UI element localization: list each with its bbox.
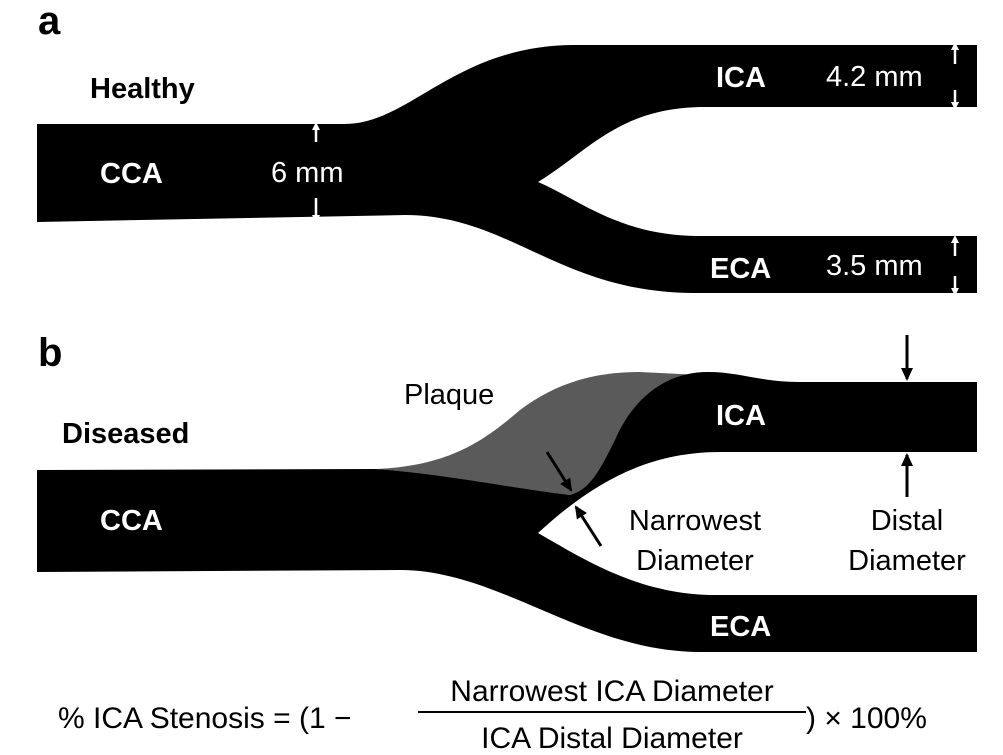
- diseased-eca-label: ECA: [710, 611, 771, 643]
- diseased-ica-label: ICA: [716, 400, 766, 432]
- distal-label-line1: Distal: [871, 505, 944, 537]
- plaque-label: Plaque: [404, 379, 494, 411]
- panel-b-letter: b: [38, 331, 62, 375]
- eca-diameter-label: 3.5 mm: [826, 250, 923, 282]
- cca-diameter-label: 6 mm: [271, 157, 344, 189]
- plaque-shape: [376, 372, 700, 495]
- diseased-cca-label: CCA: [100, 505, 163, 537]
- stenosis-formula: % ICA Stenosis = (1 − Narrowest ICA Diam…: [58, 675, 927, 755]
- healthy-cca-label: CCA: [100, 158, 163, 190]
- panel-a: a Healthy CCA ICA ECA 6 mm 4.2 mm 3.5 mm: [37, 0, 977, 296]
- healthy-eca-label: ECA: [710, 253, 771, 285]
- diseased-vessel: [37, 372, 977, 652]
- formula-lhs: % ICA Stenosis = (1 −: [58, 702, 351, 735]
- healthy-label: Healthy: [90, 73, 195, 105]
- formula-numerator: Narrowest ICA Diameter: [450, 675, 773, 708]
- narrowest-label-line1: Narrowest: [629, 505, 761, 537]
- healthy-vessel: [37, 45, 977, 293]
- healthy-ica-label: ICA: [716, 62, 766, 94]
- narrowest-diameter-arrow: [574, 505, 603, 547]
- formula-rhs: ) × 100%: [806, 702, 927, 735]
- panel-a-letter: a: [38, 0, 61, 43]
- formula-denominator: ICA Distal Diameter: [481, 722, 743, 755]
- narrowest-label-line2: Diameter: [636, 545, 754, 577]
- diseased-label: Diseased: [62, 418, 189, 450]
- ica-diameter-label: 4.2 mm: [826, 61, 923, 93]
- distal-label-line2: Diameter: [848, 545, 966, 577]
- panel-b: b Diseased CCA ICA ECA Plaque Narrowest …: [37, 331, 977, 652]
- plaque-narrowest-arrow: [545, 451, 573, 492]
